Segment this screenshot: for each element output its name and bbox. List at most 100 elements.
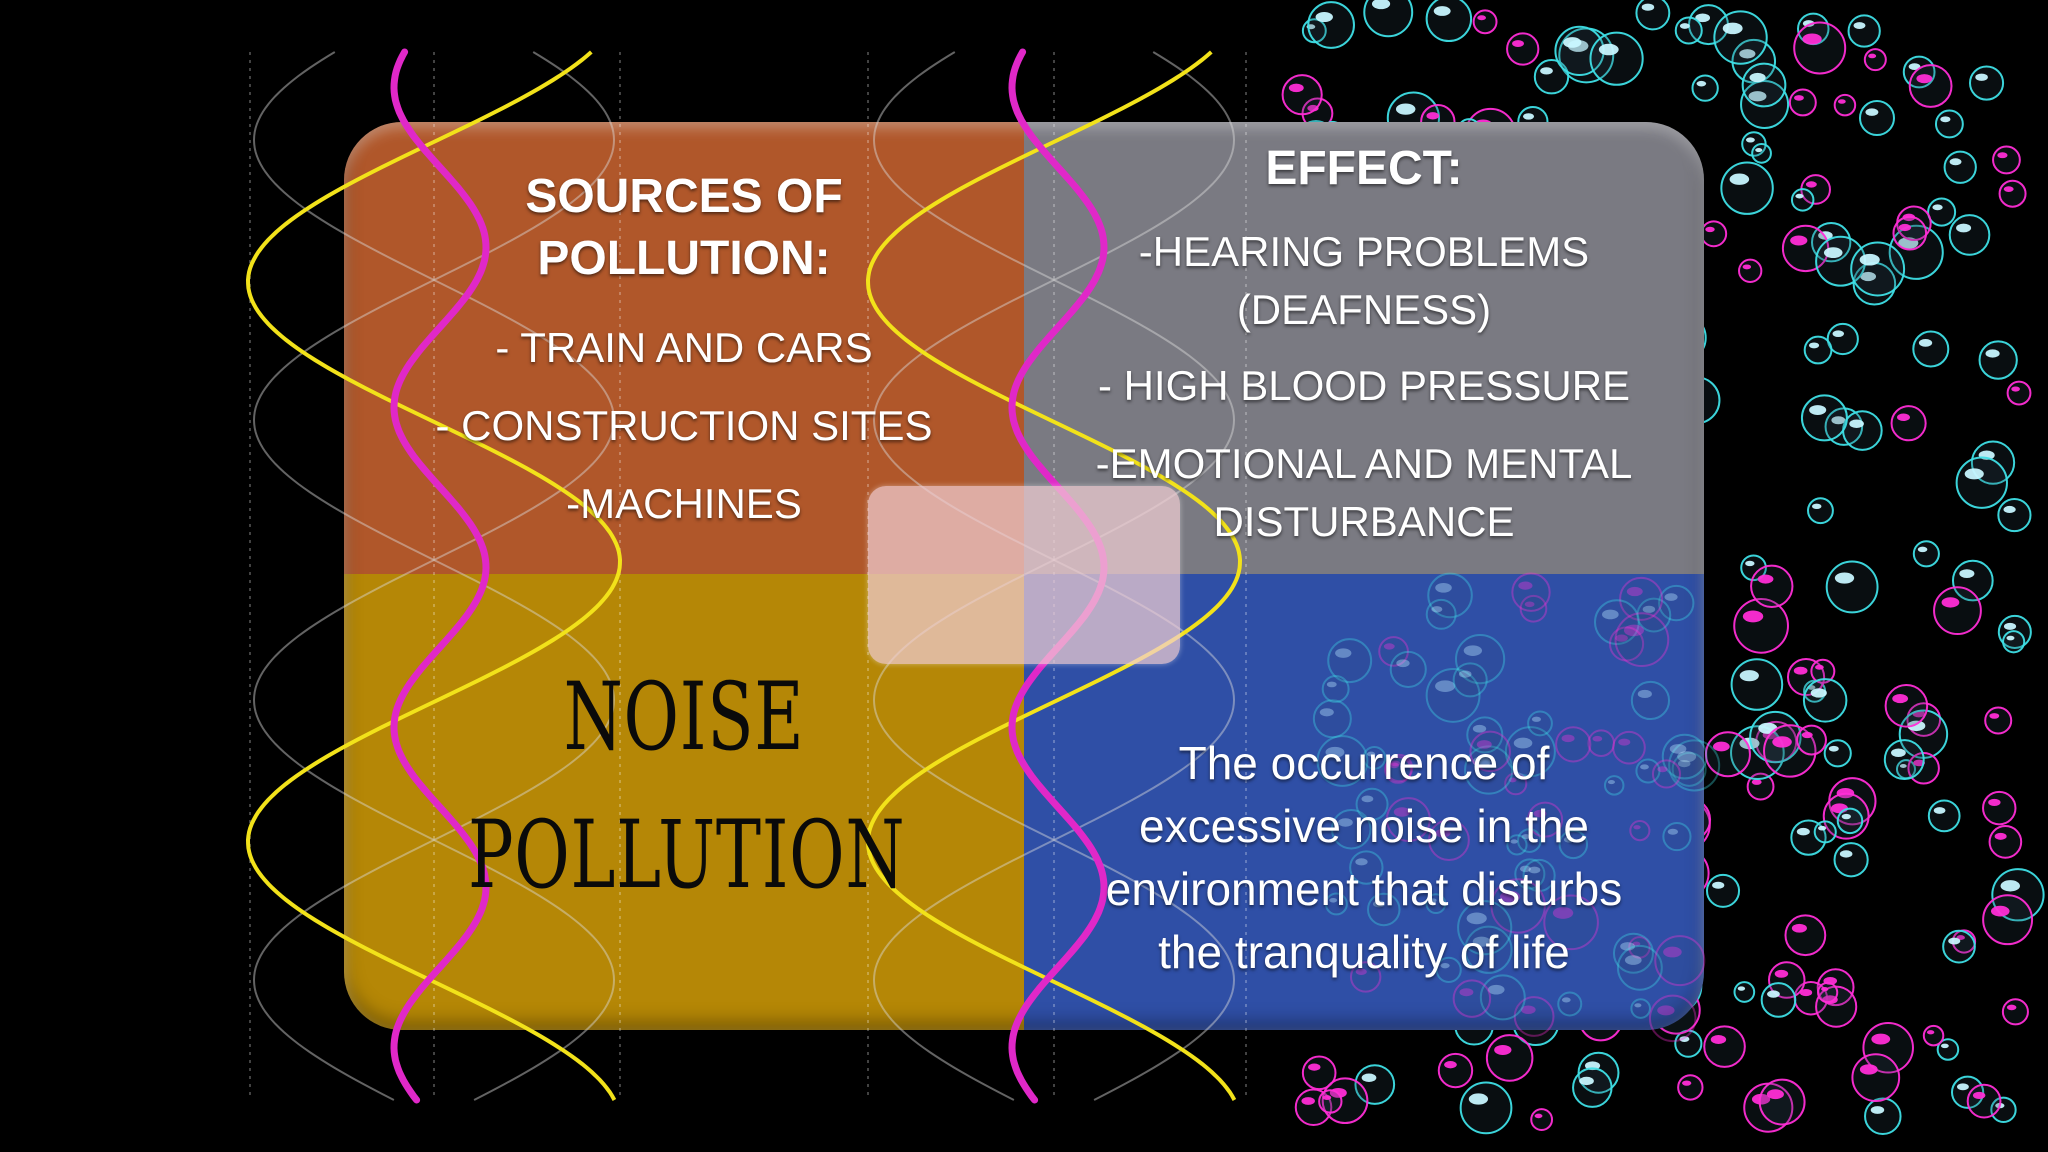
bubble-highlight (1458, 670, 1472, 678)
bubble-highlight (1677, 759, 1691, 768)
bubble-highlight (1563, 37, 1582, 48)
bubble (1378, 636, 1409, 667)
bubble-highlight (1664, 593, 1678, 601)
bubble-ring (1384, 755, 1412, 784)
bubble (1825, 560, 1879, 614)
bubble-highlight (1751, 779, 1762, 785)
bubble-highlight (1634, 1003, 1642, 1008)
bubble-highlight (1500, 890, 1521, 903)
bubble-ring (1435, 956, 1462, 983)
bubble (1363, 0, 1414, 38)
bubble (1425, 0, 1473, 43)
bubble (1593, 599, 1640, 646)
bubble-highlight (1620, 942, 1635, 951)
bubble-highlight (1657, 766, 1668, 773)
bubble (1452, 662, 1488, 698)
bubble-ring (1636, 597, 1672, 633)
bubble (1316, 735, 1369, 787)
bubble (1927, 799, 1961, 833)
bubble-highlight (1907, 720, 1926, 732)
bubble-highlight (1994, 832, 2007, 840)
bubble (1555, 726, 1592, 763)
bubble-highlight (1812, 503, 1822, 510)
bubble-highlight (1989, 713, 2000, 719)
bubble-ring (1519, 594, 1548, 623)
definition-line1: The occurrence of (1178, 737, 1550, 789)
bubble (1733, 981, 1756, 1003)
bubble-highlight (1766, 1089, 1784, 1100)
bubble (1558, 829, 1589, 860)
bubble (1385, 797, 1431, 842)
bubble-highlight (1916, 74, 1933, 84)
magenta-wave-line (390, 48, 490, 1104)
effect-item-blood-pressure: - HIGH BLOOD PRESSURE (1097, 362, 1631, 409)
bubble (1847, 14, 1881, 48)
bubble-highlight (1383, 643, 1395, 650)
bubble-highlight (2006, 635, 2015, 641)
bubble-highlight (1908, 63, 1921, 70)
bubble-ring (1630, 680, 1671, 721)
bubble-highlight (1440, 962, 1450, 969)
bubble-highlight (1745, 560, 1755, 567)
bubble-highlight (1794, 95, 1804, 101)
bubble-highlight (1985, 349, 2000, 358)
bubble-ring (1619, 576, 1664, 621)
bubble (1572, 1067, 1613, 1108)
bubble-ring (1452, 662, 1488, 698)
bubble-ring (1628, 936, 1651, 959)
bubble (1927, 197, 1957, 227)
white-wave-line (252, 51, 616, 1101)
bubble-highlight (1796, 827, 1810, 836)
bubble-ring (1654, 935, 1706, 987)
bubble (1630, 680, 1671, 721)
bubble-ring (1385, 797, 1431, 842)
bubble (1751, 142, 1772, 164)
bubble (1990, 1096, 2017, 1124)
bubble-ring (1324, 892, 1348, 916)
bubble-highlight (1476, 740, 1492, 749)
bubble (1817, 981, 1839, 1004)
bubble (1951, 1075, 1985, 1109)
bubble-highlight (1435, 680, 1456, 692)
bubble-highlight (1891, 748, 1906, 758)
bubble (1826, 322, 1859, 356)
bubble-highlight (1531, 716, 1541, 722)
bubble-highlight (1426, 112, 1440, 120)
bubble-ring (1457, 900, 1513, 956)
bubble-ring (1630, 998, 1651, 1019)
bubble-highlight (1832, 330, 1845, 338)
bubble (1608, 626, 1645, 662)
bubble (1587, 729, 1615, 758)
bubble (1514, 858, 1546, 890)
bubble (2001, 998, 2029, 1026)
bubble-highlight (2000, 880, 2021, 892)
bubble-highlight (1795, 193, 1804, 199)
bubble-highlight (1325, 746, 1345, 758)
bubble-ring (1384, 753, 1414, 783)
bubble (1427, 572, 1473, 619)
bubble-highlight (1642, 605, 1656, 613)
bubble-highlight (1705, 226, 1715, 233)
bubble-ring (1490, 878, 1546, 934)
bubble-ring (1671, 751, 1707, 787)
bubble (1800, 174, 1831, 205)
bubble (1883, 739, 1925, 780)
bubble-highlight (1288, 83, 1304, 93)
bubble-ring (1513, 996, 1555, 1037)
bubble (1884, 684, 1929, 728)
bubble (1557, 991, 1583, 1017)
bubble-ring (1527, 710, 1553, 737)
bubble (1504, 772, 1528, 796)
bubble (1307, 1, 1355, 49)
bubble (1948, 214, 1991, 256)
bubble-ring (1455, 634, 1506, 685)
bubble-highlight (2003, 186, 2014, 193)
bubble-ring (1504, 772, 1528, 796)
sources-heading-line1: SOURCES OF (525, 170, 843, 223)
bubble-ring (1522, 858, 1556, 892)
bubble (1933, 586, 1982, 636)
bubble-highlight (1371, 0, 1391, 10)
bubble-highlight (1739, 670, 1759, 682)
bubble-highlight (1624, 955, 1642, 965)
bubble-highlight (1472, 756, 1491, 767)
